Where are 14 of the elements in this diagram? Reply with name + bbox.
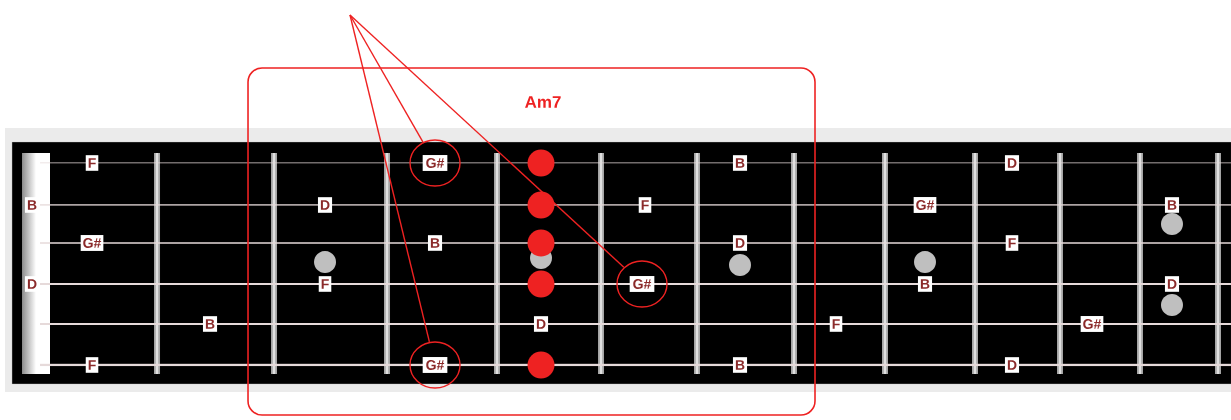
circled-note: G# [616, 260, 668, 308]
leader-line [349, 14, 431, 343]
finger-dot [527, 270, 555, 298]
circled-note: G# [409, 139, 461, 187]
circled-note: G# [409, 341, 461, 389]
note-label: G# [913, 197, 937, 213]
finger-dot [527, 351, 555, 379]
leader-line [349, 14, 625, 268]
finger-dot [527, 149, 555, 177]
finger-dot [527, 191, 555, 219]
finger-dot [527, 229, 555, 257]
leader-line [349, 14, 424, 143]
note-label: G# [1080, 316, 1104, 332]
note-label: G# [80, 235, 104, 251]
